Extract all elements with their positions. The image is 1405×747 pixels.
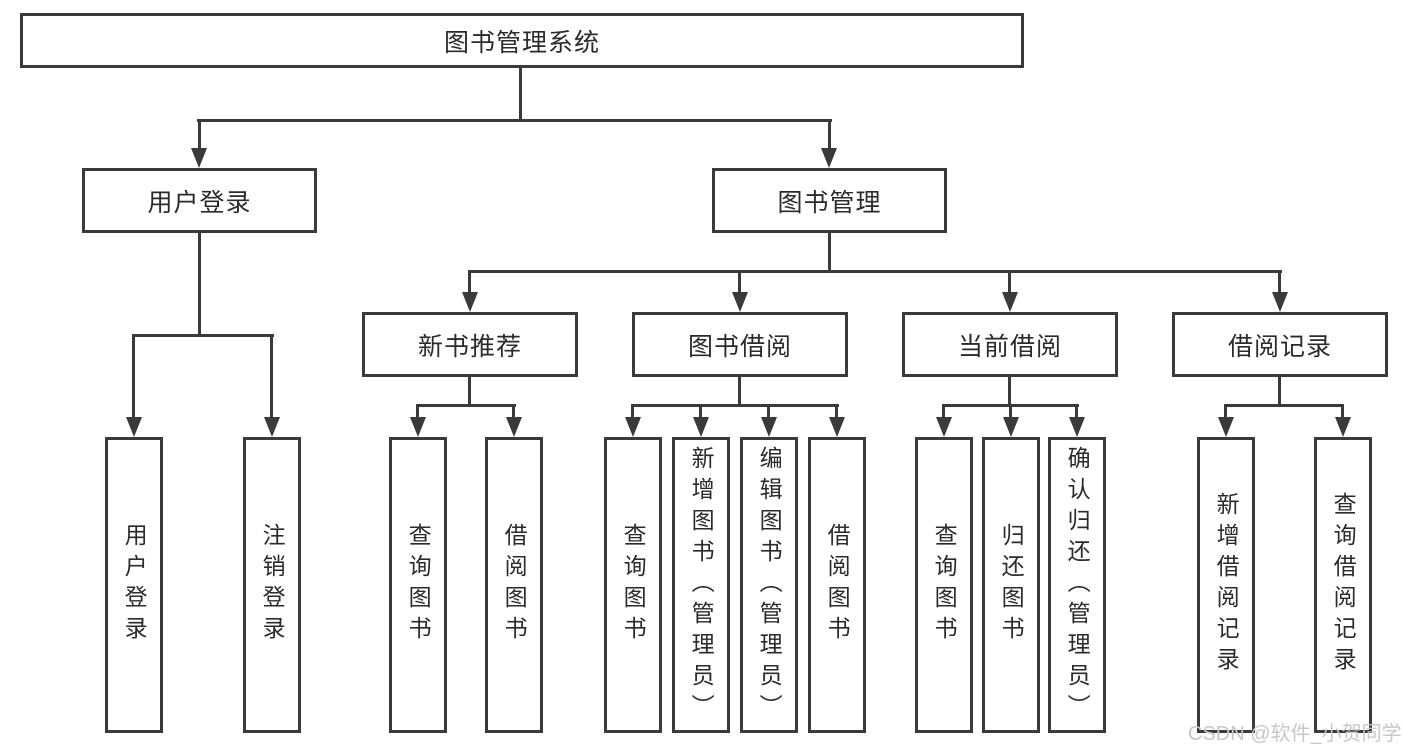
leaf-label: 查询借阅记录 [1330, 492, 1357, 678]
leaf-records-add-record: 新增借阅记录 [1197, 437, 1255, 733]
arrowhead-icon [462, 292, 478, 312]
arrowhead-icon [126, 417, 142, 437]
connector-line [1009, 404, 1012, 418]
leaf-borrow-query-books: 查询图书 [604, 437, 662, 733]
arrowhead-icon [410, 417, 426, 437]
arrowhead-icon [936, 417, 952, 437]
leaf-label: 注销登录 [259, 523, 286, 647]
connector-line [132, 334, 135, 418]
connector-line [468, 270, 471, 293]
connector-line [835, 404, 838, 418]
leaf-label: 查询图书 [620, 523, 647, 647]
arrowhead-icon [732, 292, 748, 312]
arrowhead-icon [1069, 417, 1085, 437]
leaf-label: 借阅图书 [501, 523, 528, 647]
connector-line [1075, 404, 1078, 418]
node-current-borrow: 当前借阅 [902, 312, 1118, 377]
node-book-borrow: 图书借阅 [632, 312, 848, 377]
leaf-label: 用户登录 [121, 523, 148, 647]
connector-line [1008, 377, 1011, 406]
arrowhead-icon [821, 148, 837, 168]
arrowhead-icon [693, 417, 709, 437]
arrowhead-icon [264, 417, 280, 437]
leaf-newrec-query-books: 查询图书 [389, 437, 447, 733]
node-new-book-recommend: 新书推荐 [362, 312, 578, 377]
connector-line [416, 404, 516, 407]
arrowhead-icon [1335, 417, 1351, 437]
connector-line [828, 233, 831, 272]
leaf-label: 确认归还（管理员） [1064, 445, 1091, 725]
arrowhead-icon [191, 148, 207, 168]
connector-line [198, 233, 201, 336]
connector-line [942, 404, 945, 418]
connector-line [270, 334, 273, 418]
connector-line [828, 119, 831, 149]
connector-line [1008, 270, 1011, 293]
connector-line [519, 68, 522, 120]
connector-line [1278, 270, 1281, 293]
leaf-label: 查询图书 [931, 523, 958, 647]
connector-line [738, 270, 741, 293]
connector-line [1341, 404, 1344, 418]
leaf-label: 查询图书 [405, 523, 432, 647]
node-borrow-records: 借阅记录 [1172, 312, 1388, 377]
leaf-current-return-books: 归还图书 [982, 437, 1040, 733]
arrowhead-icon [506, 417, 522, 437]
connector-line [1224, 404, 1344, 407]
leaf-newrec-borrow-books: 借阅图书 [485, 437, 543, 733]
arrowhead-icon [1218, 417, 1234, 437]
arrowhead-icon [1002, 292, 1018, 312]
connector-line [468, 377, 471, 406]
leaf-label: 借阅图书 [824, 523, 851, 647]
arrowhead-icon [829, 417, 845, 437]
leaf-label: 新增图书（管理员） [688, 445, 715, 725]
connector-line [512, 404, 515, 418]
leaf-records-query-record: 查询借阅记录 [1314, 437, 1372, 733]
connector-line [767, 404, 770, 418]
connector-line [631, 404, 839, 407]
connector-line [132, 334, 274, 337]
arrowhead-icon [625, 417, 641, 437]
connector-line [468, 270, 1282, 273]
connector-line [738, 377, 741, 406]
leaf-user-login: 用户登录 [105, 437, 163, 733]
leaf-current-confirm-return-admin: 确认归还（管理员） [1048, 437, 1106, 733]
leaf-label: 编辑图书（管理员） [756, 445, 783, 725]
arrowhead-icon [1003, 417, 1019, 437]
connector-line [416, 404, 419, 418]
connector-line [1224, 404, 1227, 418]
arrowhead-icon [761, 417, 777, 437]
connector-line [1278, 377, 1281, 406]
connector-line [699, 404, 702, 418]
leaf-borrow-add-books-admin: 新增图书（管理员） [672, 437, 730, 733]
connector-line [631, 404, 634, 418]
leaf-label: 归还图书 [998, 523, 1025, 647]
connector-line [197, 119, 832, 122]
node-root: 图书管理系统 [20, 13, 1024, 68]
leaf-label: 新增借阅记录 [1213, 492, 1240, 678]
connector-line [198, 119, 201, 149]
leaf-borrow-edit-books-admin: 编辑图书（管理员） [740, 437, 798, 733]
leaf-logout: 注销登录 [243, 437, 301, 733]
csdn-watermark: CSDN @软件_小贺同学 [1188, 723, 1402, 745]
leaf-current-query-books: 查询图书 [915, 437, 973, 733]
node-book-management: 图书管理 [712, 168, 947, 233]
node-user-login: 用户登录 [82, 168, 317, 233]
leaf-borrow-borrow-books: 借阅图书 [808, 437, 866, 733]
arrowhead-icon [1272, 292, 1288, 312]
